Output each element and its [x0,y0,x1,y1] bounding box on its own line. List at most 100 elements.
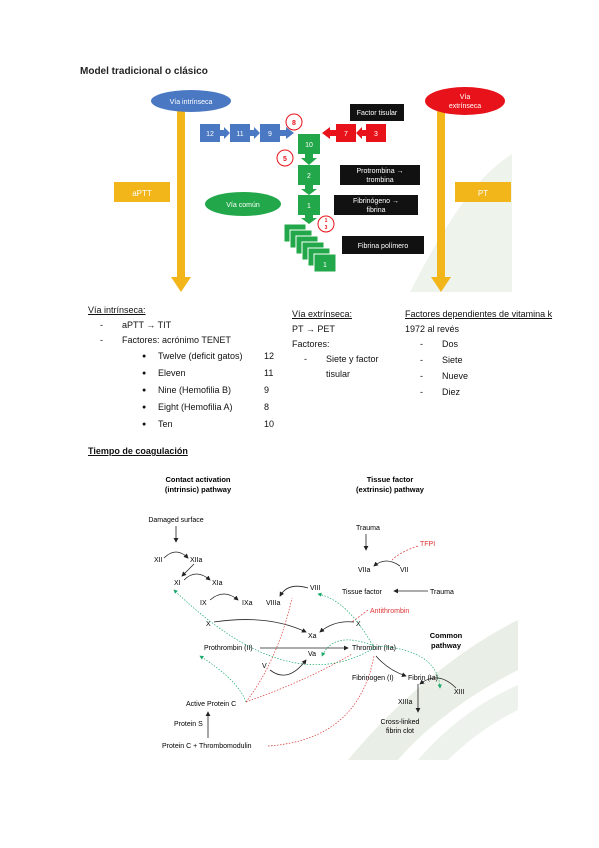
tissue-factor-label: Tissue factor [342,589,382,596]
factor-10-box [298,134,320,154]
factor-viiia: VIIIa [266,600,281,607]
pt-box [455,182,511,202]
arrow-12-11 [220,127,230,139]
fibrinogeno-line2: fibrina [366,207,385,214]
tfpi-inhibit-line [391,545,419,561]
thrombin-feedback-line [317,592,375,649]
coagulation-heading: Tiempo de coagulación [88,446,188,456]
protrombina-box [340,165,420,185]
factor-xi: XI [174,580,181,587]
common-pathway-line1: Common [430,631,463,640]
protrombina-line2: trombina [366,177,393,184]
tfpi-label: TFPI [420,541,435,548]
fibrin-label: Fibrin (Ia) [408,675,438,682]
factor-12-box [200,124,220,142]
extrinsic-heading: Vía extrínseca: [292,309,353,319]
factor-v: V [262,663,267,670]
thrombomodulin-line [267,655,375,747]
list-item: Factores: acrónimo TENET [100,335,300,350]
factor-tisular-label: Factor tisular [357,110,398,117]
fibrinogen-label: Fibrinogen (I) [352,675,394,682]
coagulation-cascade-figure: Contact activation (intrinsic) pathway T… [148,475,518,760]
crosslinked-line2: fibrin clot [386,728,414,735]
extrinsic-label-line1: Vía [460,94,471,101]
list-item: Dos [420,339,520,355]
factor-xiiia: XIIIa [398,699,413,706]
arrow-xii-xiia [163,551,189,559]
arrow-viii-viiia [279,585,309,597]
vitk-item: Diez [442,387,461,397]
arrow-3-7 [356,127,366,139]
cofactor-5-circle [276,149,294,167]
arrow-xi-xia [183,573,211,581]
factor-ix: IX [200,600,207,607]
background-swoosh [418,685,518,760]
tissue-title-line1: Tissue factor [367,475,414,484]
aptt-note: aPTT → TIT [122,320,172,330]
arrow-7-10 [322,127,336,139]
list-item: aPTT → TIT [100,320,300,335]
factor-x-left: X [206,621,211,628]
crosslinked-line1: Cross-linked [381,719,420,726]
factor-3-box [366,124,386,142]
cofactor-8-label: 8 [292,120,296,127]
arrow-11-9 [250,127,260,139]
pt-arrow-head [431,277,451,292]
factor-7-box [336,124,356,142]
damaged-surface-label: Damaged surface [148,517,203,524]
thrombin-feedback-line [377,645,442,689]
protein-s-label: Protein S [174,721,203,728]
factor-xii: XII [154,557,163,564]
tenet-num: 9 [264,385,270,395]
background-swoosh [410,154,512,292]
factor-2-label: 2 [307,173,311,180]
cofactor-5-label: 5 [283,156,287,163]
siete-line1: Siete y factor [326,354,379,364]
extrinsic-label-line2: extrínseca [449,103,481,110]
background-swoosh [348,620,518,760]
fibrina-polimero-box [342,236,424,254]
protein-c-label: Protein C + Thrombomodulin [162,743,252,750]
vitk-item: Nueve [442,371,469,381]
arrow-x-xa-right [319,621,355,633]
tenet-name: Eleven [158,368,186,378]
factor-11-box [230,124,250,142]
protrombina-line1: Protrombina → [356,168,403,175]
factor-9-box [260,124,280,142]
factor-1-box [298,195,320,215]
intrinsic-heading: Vía intrínseca: [88,305,146,315]
arrow-1-polymer [301,215,317,224]
cofactor-13-label-top: 1 [325,218,328,224]
factor-xa: Xa [308,633,317,640]
common-pathway-ellipse [205,192,281,216]
pt-label: PT [478,189,488,198]
common-label: Vía común [226,202,260,209]
tenet-name: Nine (Hemofilia B) [158,385,232,395]
tenet-name: Ten [158,419,173,429]
vitamin-k-list: Dos Siete Nueve Diez [420,339,520,403]
factor-2-box [298,165,320,185]
factor-xiii: XIII [454,689,465,696]
pt-note: PT → PET [292,324,335,334]
cofactor-13-circle [317,215,335,233]
list-item: Eight (Hemofilia A) 8 [142,402,342,419]
factor-viii: VIII [310,585,321,592]
tenet-num: 8 [264,402,270,412]
fibrinogeno-line1: Fibrinógeno → [353,198,399,205]
tenet-name: Eight (Hemofilia A) [158,402,233,412]
factor-xiia: XIIa [190,557,203,564]
arrow-v-va [269,659,307,676]
list-item: Twelve (deficit gatos)12 [142,351,342,368]
cofactor-13-label-bottom: 3 [325,225,328,231]
factor-12-label: 12 [206,131,214,138]
factor-9-label: 9 [268,131,272,138]
list-item: Diez [420,387,520,403]
factor-11-label: 11 [236,131,243,138]
list-item: Siete [420,355,520,371]
active-protein-c-label: Active Protein C [186,701,236,708]
pt-arrow-shaft [437,109,445,277]
arrow-2-1 [301,185,317,195]
arrow-10-2 [301,154,317,165]
arrow-x-xa-left [213,619,307,633]
